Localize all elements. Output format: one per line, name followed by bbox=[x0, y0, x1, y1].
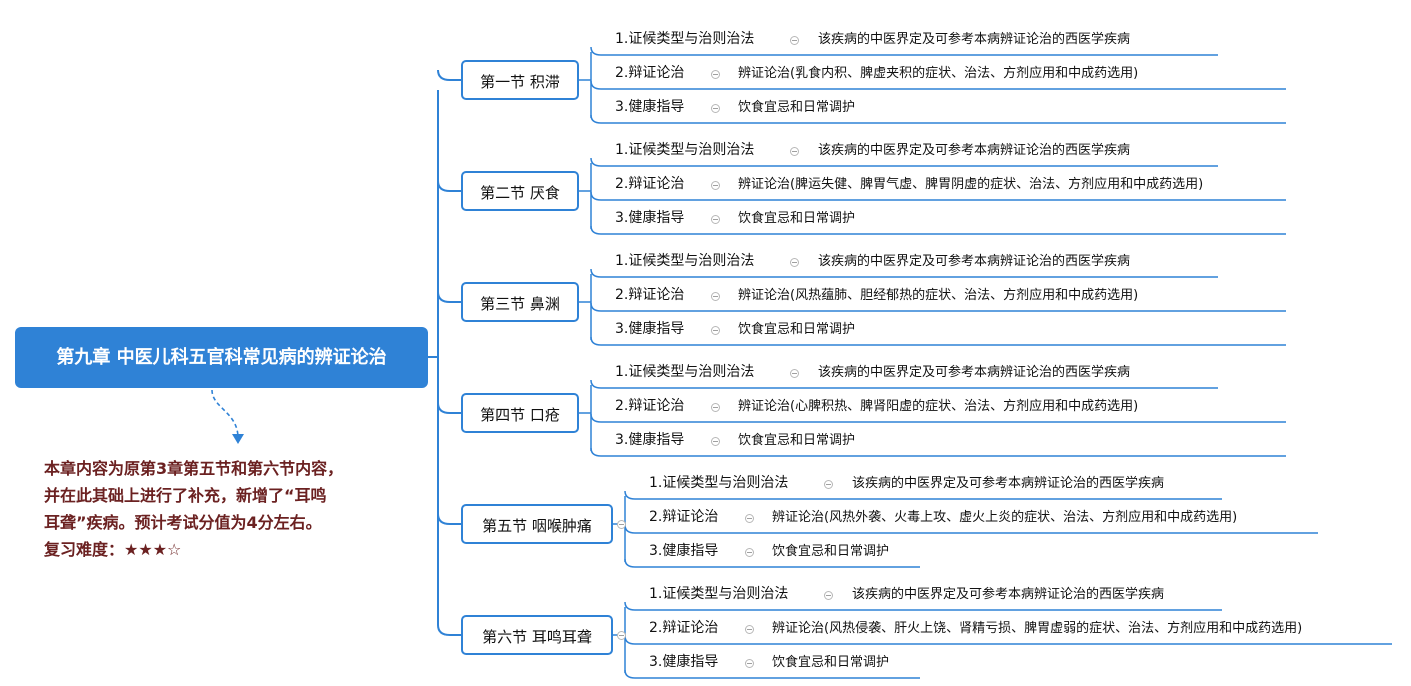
collapse-icon[interactable] bbox=[790, 36, 799, 45]
section-connector bbox=[437, 624, 461, 636]
collapse-icon[interactable] bbox=[790, 147, 799, 156]
item-description: 该疾病的中医界定及可参考本病辨证论治的西医学疾病 bbox=[818, 32, 1131, 47]
item-underline bbox=[624, 601, 1222, 611]
collapse-icon[interactable] bbox=[711, 403, 720, 412]
note-line: 本章内容为原第3章第五节和第六节内容， bbox=[44, 459, 344, 478]
item-underline bbox=[624, 669, 920, 679]
item-underline bbox=[590, 80, 1286, 90]
item-description: 饮食宜忌和日常调护 bbox=[772, 655, 890, 670]
item-label[interactable]: 2.辩证论治 bbox=[649, 509, 719, 525]
item-label[interactable]: 1.证候类型与治则治法 bbox=[615, 31, 755, 47]
item-description: 饮食宜忌和日常调护 bbox=[738, 433, 856, 448]
collapse-icon[interactable] bbox=[711, 70, 720, 79]
section-node[interactable]: 第五节 咽喉肿痛 bbox=[461, 504, 613, 544]
section-connector bbox=[437, 513, 461, 525]
item-label[interactable]: 1.证候类型与治则治法 bbox=[615, 253, 755, 269]
item-description: 该疾病的中医界定及可参考本病辨证论治的西医学疾病 bbox=[818, 365, 1131, 380]
item-description: 该疾病的中医界定及可参考本病辨证论治的西医学疾病 bbox=[818, 254, 1131, 269]
item-label[interactable]: 1.证候类型与治则治法 bbox=[649, 586, 789, 602]
item-description: 辨证论治(脾运失健、脾胃气虚、脾胃阴虚的症状、治法、方剂应用和中成药选用) bbox=[738, 177, 1204, 192]
collapse-icon[interactable] bbox=[711, 104, 720, 113]
collapse-icon[interactable] bbox=[790, 369, 799, 378]
item-label[interactable]: 3.健康指导 bbox=[615, 321, 685, 337]
collapse-icon[interactable] bbox=[824, 591, 833, 600]
section-node[interactable]: 第三节 鼻渊 bbox=[461, 282, 579, 322]
item-label[interactable]: 2.辩证论治 bbox=[615, 65, 685, 81]
chapter-note: 本章内容为原第3章第五节和第六节内容， 并在此其础上进行了补充，新增了“耳鸣 耳… bbox=[44, 455, 404, 563]
note-line: 并在此其础上进行了补充，新增了“耳鸣 bbox=[44, 486, 327, 505]
section-node[interactable]: 第四节 口疮 bbox=[461, 393, 579, 433]
collapse-icon[interactable] bbox=[745, 659, 754, 668]
collapse-icon[interactable] bbox=[745, 625, 754, 634]
item-description: 该疾病的中医界定及可参考本病辨证论治的西医学疾病 bbox=[818, 143, 1131, 158]
item-underline bbox=[590, 225, 1286, 235]
item-underline bbox=[624, 490, 1222, 500]
item-underline bbox=[590, 336, 1286, 346]
item-label[interactable]: 3.健康指导 bbox=[649, 543, 719, 559]
section-node[interactable]: 第六节 耳鸣耳聋 bbox=[461, 615, 613, 655]
item-label[interactable]: 3.健康指导 bbox=[615, 432, 685, 448]
collapse-icon[interactable] bbox=[790, 258, 799, 267]
note-line: 复习难度：★★★☆ bbox=[44, 540, 182, 559]
collapse-icon[interactable] bbox=[711, 292, 720, 301]
item-label[interactable]: 3.健康指导 bbox=[615, 99, 685, 115]
item-description: 该疾病的中医界定及可参考本病辨证论治的西医学疾病 bbox=[852, 476, 1165, 491]
item-label[interactable]: 1.证候类型与治则治法 bbox=[615, 364, 755, 380]
item-description: 辨证论治(乳食内积、脾虚夹积的症状、治法、方剂应用和中成药选用) bbox=[738, 66, 1139, 81]
note-connector bbox=[211, 389, 239, 439]
item-underline bbox=[590, 191, 1286, 201]
item-underline bbox=[624, 558, 920, 568]
collapse-icon[interactable] bbox=[617, 631, 626, 640]
section-node[interactable]: 第二节 厌食 bbox=[461, 171, 579, 211]
item-underline bbox=[590, 379, 1218, 389]
item-underline bbox=[590, 114, 1286, 124]
collapse-icon[interactable] bbox=[745, 548, 754, 557]
arrow-head-icon bbox=[232, 434, 244, 444]
item-label[interactable]: 3.健康指导 bbox=[615, 210, 685, 226]
item-description: 辨证论治(风热侵袭、肝火上饶、肾精亏损、脾胃虚弱的症状、治法、方剂应用和中成药选… bbox=[772, 621, 1303, 636]
item-description: 饮食宜忌和日常调护 bbox=[738, 322, 856, 337]
item-underline bbox=[590, 46, 1218, 56]
item-description: 饮食宜忌和日常调护 bbox=[738, 211, 856, 226]
item-underline bbox=[590, 302, 1286, 312]
item-label[interactable]: 2.辩证论治 bbox=[649, 620, 719, 636]
collapse-icon[interactable] bbox=[617, 520, 626, 529]
item-label[interactable]: 1.证候类型与治则治法 bbox=[649, 475, 789, 491]
section-connector bbox=[437, 180, 461, 192]
item-description: 辨证论治(风热外袭、火毒上攻、虚火上炎的症状、治法、方剂应用和中成药选用) bbox=[772, 510, 1238, 525]
item-description: 辨证论治(风热蕴肺、胆经郁热的症状、治法、方剂应用和中成药选用) bbox=[738, 288, 1139, 303]
item-label[interactable]: 2.辩证论治 bbox=[615, 287, 685, 303]
item-label[interactable]: 1.证候类型与治则治法 bbox=[615, 142, 755, 158]
item-underline bbox=[590, 447, 1286, 457]
item-label[interactable]: 2.辩证论治 bbox=[615, 176, 685, 192]
root-topic[interactable]: 第九章 中医儿科五官科常见病的辨证论治 bbox=[15, 327, 428, 388]
item-underline bbox=[590, 268, 1218, 278]
collapse-icon[interactable] bbox=[824, 480, 833, 489]
section-connector bbox=[437, 291, 461, 303]
section-connector bbox=[437, 69, 461, 81]
collapse-icon[interactable] bbox=[711, 215, 720, 224]
section-connector bbox=[437, 402, 461, 414]
item-description: 饮食宜忌和日常调护 bbox=[738, 100, 856, 115]
section-node[interactable]: 第一节 积滞 bbox=[461, 60, 579, 100]
item-description: 该疾病的中医界定及可参考本病辨证论治的西医学疾病 bbox=[852, 587, 1165, 602]
collapse-icon[interactable] bbox=[711, 181, 720, 190]
item-description: 辨证论治(心脾积热、脾肾阳虚的症状、治法、方剂应用和中成药选用) bbox=[738, 399, 1139, 414]
item-description: 饮食宜忌和日常调护 bbox=[772, 544, 890, 559]
item-label[interactable]: 2.辩证论治 bbox=[615, 398, 685, 414]
collapse-icon[interactable] bbox=[711, 326, 720, 335]
item-underline bbox=[590, 157, 1218, 167]
note-line: 耳聋”疾病。预计考试分值为4分左右。 bbox=[44, 513, 322, 532]
collapse-icon[interactable] bbox=[745, 514, 754, 523]
item-label[interactable]: 3.健康指导 bbox=[649, 654, 719, 670]
item-underline bbox=[590, 413, 1286, 423]
collapse-icon[interactable] bbox=[711, 437, 720, 446]
